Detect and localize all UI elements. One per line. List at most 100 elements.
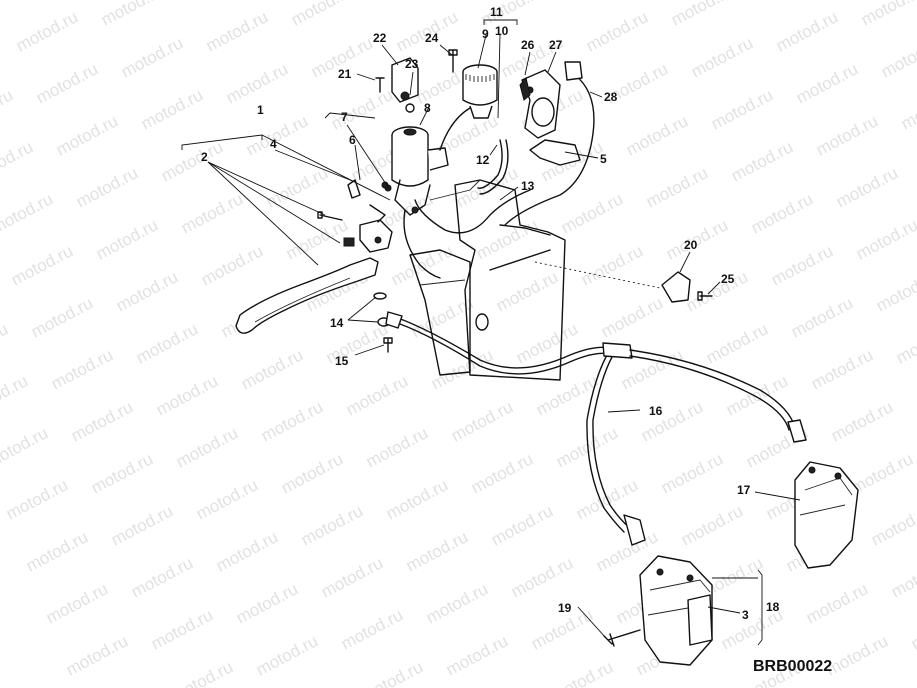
reservoir-hose <box>477 139 503 189</box>
watermark-text: motod.ru <box>128 553 196 601</box>
watermark-text: motod.ru <box>8 241 76 289</box>
watermark-text: motod.ru <box>833 163 901 211</box>
watermark-text: motod.ru <box>0 371 31 419</box>
master-cylinder <box>384 126 449 216</box>
watermark-text: motod.ru <box>788 293 856 341</box>
watermark-text: motod.ru <box>28 293 96 341</box>
callout-11: 11 <box>490 5 503 19</box>
watermark-text: motod.ru <box>113 267 181 315</box>
watermark-text: motod.ru <box>548 657 616 688</box>
watermark-text: motod.ru <box>403 527 471 575</box>
watermark-text: motod.ru <box>168 657 236 688</box>
watermark-text: motod.ru <box>298 501 366 549</box>
watermark-text: motod.ru <box>893 319 917 367</box>
watermark-text: motod.ru <box>33 59 101 107</box>
watermark-text: motod.ru <box>53 111 121 159</box>
watermark-text: motod.ru <box>678 501 746 549</box>
watermark-text: motod.ru <box>358 657 426 688</box>
watermark-text: motod.ru <box>213 527 281 575</box>
watermark-text: motod.ru <box>98 0 166 30</box>
caliper-bolt <box>603 629 641 647</box>
callout-19: 19 <box>558 601 572 615</box>
callout-27: 27 <box>549 38 563 52</box>
watermark-text: motod.ru <box>363 423 431 471</box>
brake-lever <box>235 179 393 334</box>
callout-28: 28 <box>604 90 618 104</box>
reservoir-clamp <box>521 69 581 166</box>
watermark-text: motod.ru <box>683 267 751 315</box>
watermark-text: motod.ru <box>383 475 451 523</box>
callout-23: 23 <box>405 57 419 71</box>
watermark-text: motod.ru <box>373 0 441 4</box>
watermark-text: motod.ru <box>753 0 821 4</box>
brake-switch <box>375 57 419 113</box>
watermark-text: motod.ru <box>823 631 891 679</box>
callout-7: 7 <box>341 110 348 124</box>
callout-5: 5 <box>600 152 607 166</box>
watermark-text: motod.ru <box>448 397 516 445</box>
watermark-text: motod.ru <box>258 397 326 445</box>
leader-lines <box>181 19 801 646</box>
watermark-text: motod.ru <box>583 7 651 55</box>
watermark-text: motod.ru <box>688 33 756 81</box>
watermark-text: motod.ru <box>558 189 626 237</box>
clip-guide-line <box>534 261 661 289</box>
watermark-text: motod.ru <box>153 371 221 419</box>
watermark-text: motod.ru <box>508 553 576 601</box>
callout-8: 8 <box>424 101 431 115</box>
watermark-text: motod.ru <box>198 241 266 289</box>
watermark-text: motod.ru <box>13 7 81 55</box>
callout-2: 2 <box>201 150 208 164</box>
watermark-text: motod.ru <box>873 267 917 315</box>
watermark-text: motod.ru <box>488 501 556 549</box>
watermark-text: motod.ru <box>118 33 186 81</box>
watermark-text: motod.ru <box>793 59 861 107</box>
watermark-text: motod.ru <box>768 241 836 289</box>
watermark-text: motod.ru <box>133 319 201 367</box>
watermark-text: motod.ru <box>243 111 311 159</box>
watermark-text: motod.ru <box>913 371 917 419</box>
callout-25: 25 <box>721 272 735 286</box>
watermark-text: motod.ru <box>318 553 386 601</box>
watermark-text: motod.ru <box>93 215 161 263</box>
switch-wire <box>504 74 595 226</box>
watermark-text: motod.ru <box>478 0 546 30</box>
watermark-text: motod.ru <box>868 501 917 549</box>
callout-15: 15 <box>335 354 349 368</box>
watermark-text: motod.ru <box>708 85 776 133</box>
callout-10: 10 <box>495 24 509 38</box>
watermark-text: motod.ru <box>0 137 36 185</box>
watermark-text: motod.ru <box>828 397 896 445</box>
callout-9: 9 <box>482 27 489 41</box>
watermark-text: motod.ru <box>748 189 816 237</box>
watermark-text: motod.ru <box>853 215 917 263</box>
watermark-text: motod.ru <box>173 423 241 471</box>
right-caliper <box>794 461 859 569</box>
hose-clip <box>661 271 713 303</box>
watermark-text: motod.ru <box>48 345 116 393</box>
watermark-text: motod.ru <box>423 579 491 627</box>
watermark-text: motod.ru <box>563 0 631 4</box>
drawing-code: BRB00022 <box>753 658 832 675</box>
watermark-text: motod.ru <box>288 0 356 30</box>
watermark-text: motod.ru <box>0 0 61 4</box>
watermark-text: motod.ru <box>343 371 411 419</box>
callout-24: 24 <box>425 31 439 45</box>
bolt-24 <box>448 49 458 73</box>
watermark-text: motod.ru <box>223 59 291 107</box>
watermark-text: motod.ru <box>68 397 136 445</box>
watermark-text: motod.ru <box>598 293 666 341</box>
watermark-text: motod.ru <box>453 163 521 211</box>
watermark-text: motod.ru <box>148 605 216 653</box>
callout-20: 20 <box>684 238 698 252</box>
callout-labels: 1 2 3 4 5 6 7 8 9 10 11 12 13 14 15 16 1… <box>201 5 780 622</box>
callout-1: 1 <box>257 103 264 117</box>
callout-3: 3 <box>742 608 749 622</box>
callout-16: 16 <box>649 404 663 418</box>
watermark-text: motod.ru <box>73 163 141 211</box>
watermark-text: motod.ru <box>63 631 131 679</box>
watermark-text: motod.ru <box>468 449 536 497</box>
watermark-text: motod.ru <box>203 7 271 55</box>
lower-brake-hose <box>385 311 807 546</box>
